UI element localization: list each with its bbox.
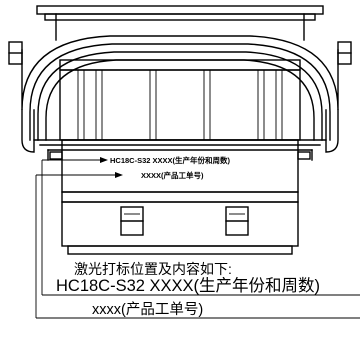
callout-model-line: HC18C-S32 XXXX(生产年份和周数) xyxy=(56,276,320,295)
callout-order-line: xxxx(产品工单号) xyxy=(92,301,203,318)
inline-marking-line2: XXXX(产品工单号) xyxy=(141,170,204,180)
connector-lower-housing xyxy=(61,191,299,255)
callout-leaders xyxy=(36,294,360,319)
connector-body xyxy=(33,59,327,193)
callout-heading: 激光打标位置及内容如下: xyxy=(74,261,232,277)
connector-latch-arch xyxy=(8,5,352,153)
marking-arrows xyxy=(35,157,123,318)
inline-marking-line1: HC18C-S32 XXXX(生产年份和周数) xyxy=(110,155,231,165)
